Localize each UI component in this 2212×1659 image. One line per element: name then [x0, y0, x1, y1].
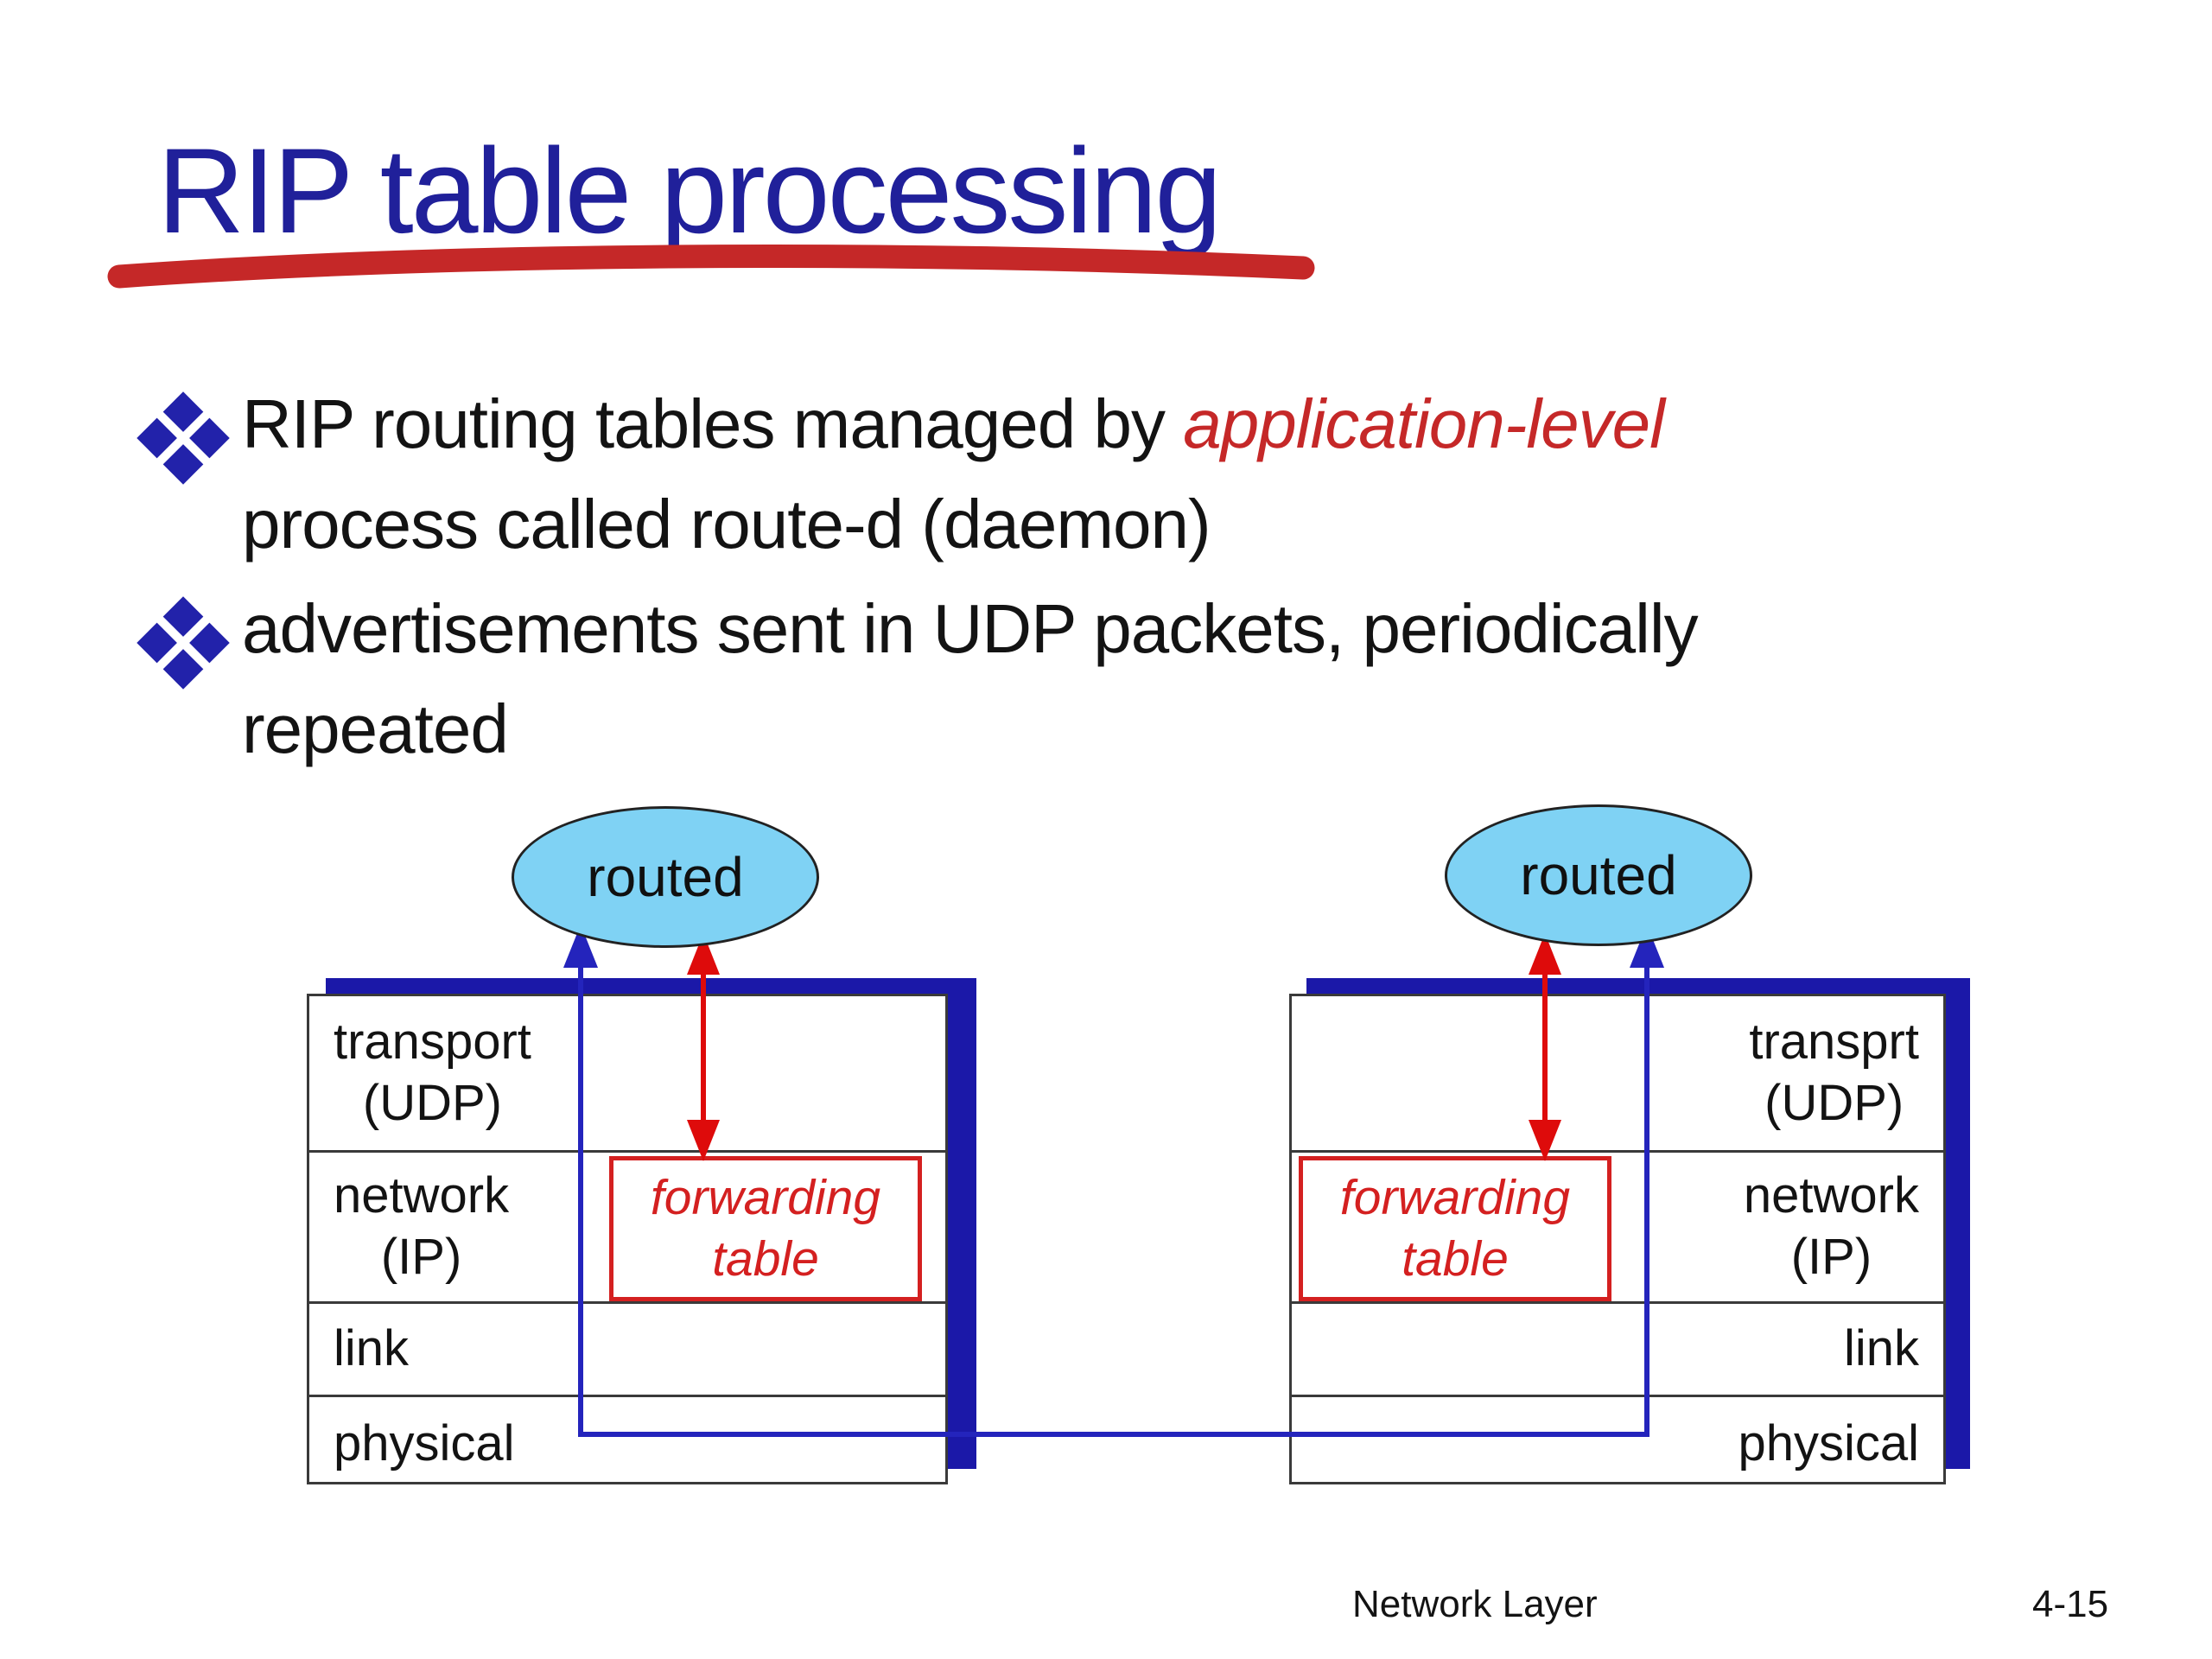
row-label: (UDP)	[362, 1075, 502, 1131]
row-label: (IP)	[380, 1229, 462, 1285]
bullet-segment: repeated	[242, 690, 509, 767]
stack-row-transport: transport (UDP)	[309, 996, 945, 1150]
footer-page-number: 4-15	[2032, 1583, 2109, 1625]
bullet-segment: advertisements sent in UDP packets, peri…	[242, 590, 1699, 667]
row-label: (UDP)	[1764, 1075, 1904, 1131]
row-label: transprt	[1749, 1014, 1919, 1071]
bullet-segment: RIP routing tables managed by	[242, 385, 1184, 462]
stack-row-transport: transprt (UDP)	[1292, 996, 1943, 1150]
stack-row-link: link	[309, 1301, 945, 1395]
diamond-bullet-icon	[137, 596, 230, 690]
row-label: network	[334, 1167, 510, 1224]
footer-section-label: Network Layer	[1352, 1583, 1598, 1625]
routed-process-right: routed	[1445, 804, 1752, 946]
row-label: physical	[1738, 1415, 1919, 1472]
stack-row-physical: physical	[309, 1395, 945, 1482]
forwarding-table-label: table	[1402, 1231, 1509, 1287]
forwarding-table-right: forwarding table	[1299, 1156, 1611, 1301]
row-label: transport	[334, 1014, 531, 1071]
row-label: link	[334, 1320, 410, 1377]
stack-row-link: link	[1292, 1301, 1943, 1395]
list-item: advertisements sent in UDP packets, peri…	[137, 589, 2081, 790]
bullet-text: RIP routing tables managed by applicatio…	[242, 385, 2081, 585]
title-underline-stroke-icon	[107, 245, 1315, 289]
forwarding-table-label: table	[712, 1231, 819, 1287]
forwarding-table-left: forwarding table	[609, 1156, 922, 1301]
bullet-segment: process called route-d (daemon)	[242, 486, 1211, 563]
list-item: RIP routing tables managed by applicatio…	[137, 385, 2081, 585]
process-label: routed	[587, 846, 744, 908]
bullet-text: advertisements sent in UDP packets, peri…	[242, 589, 2081, 790]
row-label: network	[1743, 1167, 1919, 1224]
routed-process-left: routed	[512, 806, 819, 948]
row-label: link	[1843, 1320, 1919, 1377]
page-title: RIP table processing	[157, 123, 1222, 258]
process-label: routed	[1520, 844, 1677, 906]
bullet-segment-accent: application-level	[1183, 385, 1665, 462]
diamond-bullet-icon	[137, 391, 230, 485]
stack-row-physical: physical	[1292, 1395, 1943, 1482]
row-label: physical	[334, 1415, 515, 1472]
row-label: (IP)	[1790, 1229, 1872, 1285]
forwarding-table-label: forwarding	[1339, 1169, 1571, 1225]
forwarding-table-label: forwarding	[650, 1169, 881, 1225]
